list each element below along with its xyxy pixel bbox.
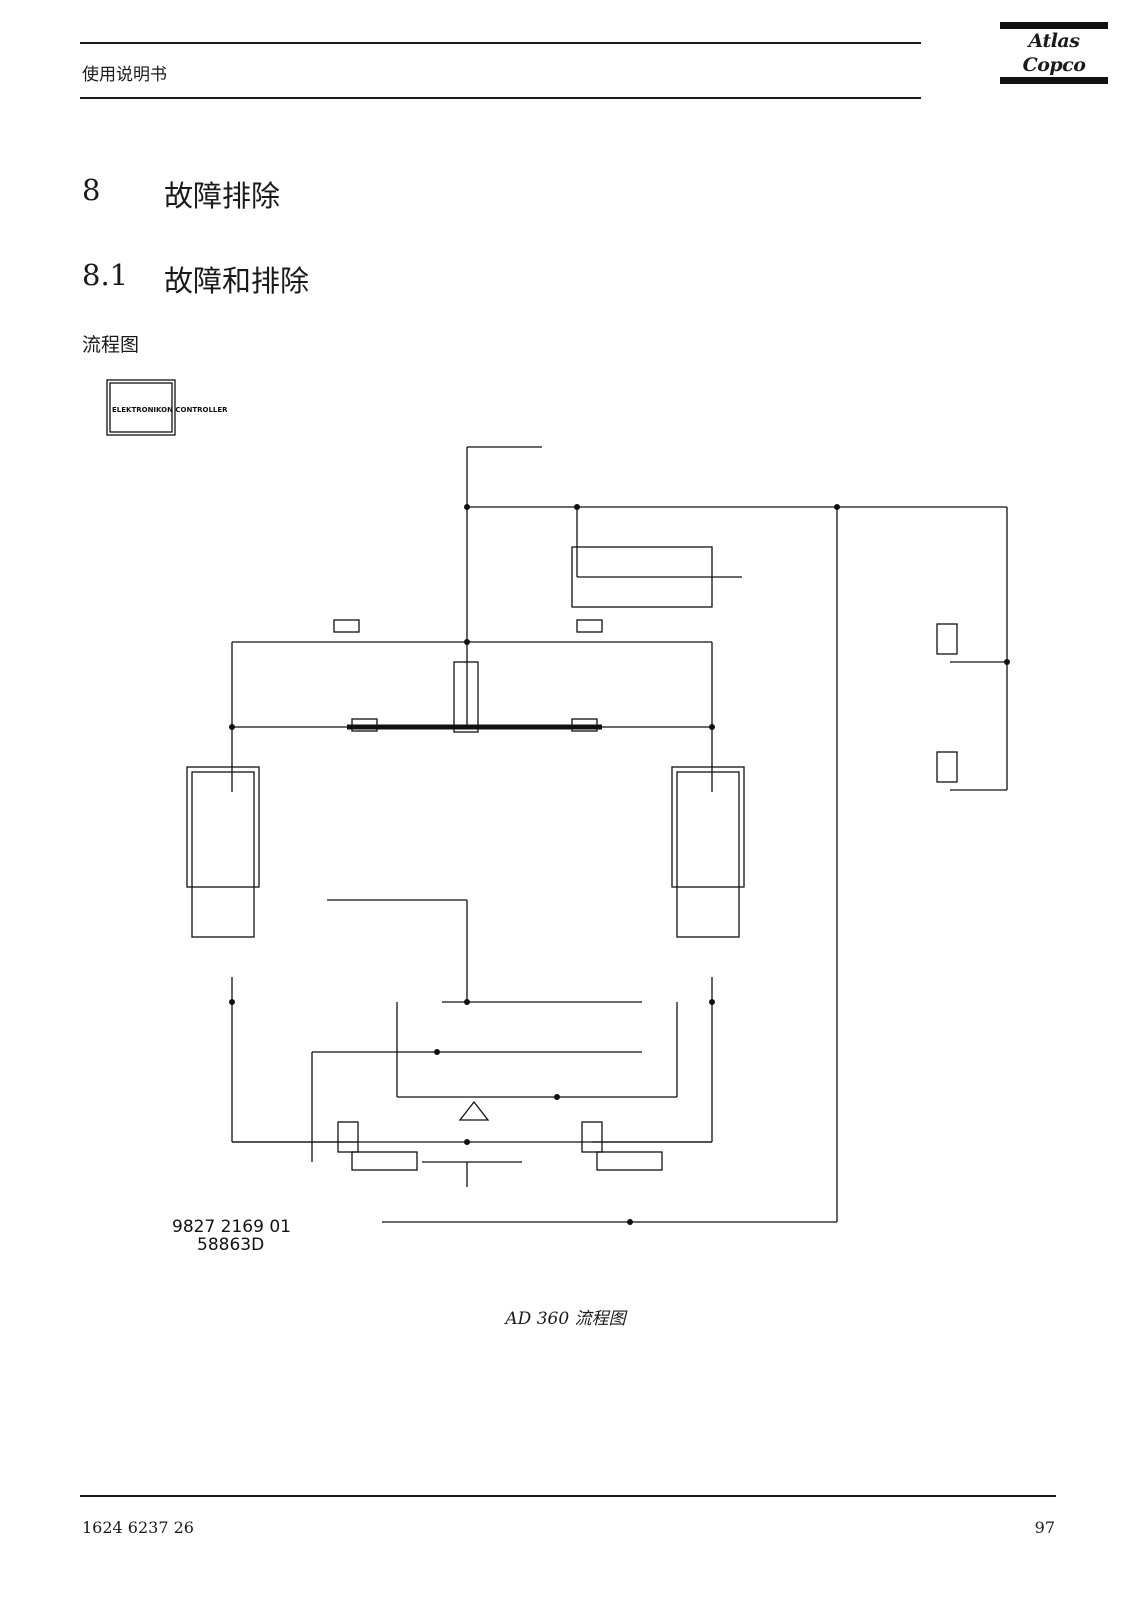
section-title: 故障排除 — [164, 179, 281, 213]
header-rule-bottom — [80, 97, 921, 99]
header-rule-top — [80, 42, 921, 44]
drawing-id: 58863D — [197, 1235, 264, 1252]
ad360-flow-diagram: ELEKTRONIKON CONTROLLER 9827 2169 01 588… — [106, 379, 1010, 1252]
drawing-number: 9827 2169 01 — [172, 1217, 291, 1237]
controller-label: ELEKTRONIKON CONTROLLER — [112, 406, 228, 414]
footer-page-number: 97 — [1034, 1518, 1055, 1537]
subsection-title: 故障和排除 — [164, 264, 310, 298]
header-title: 使用说明书 — [82, 65, 167, 85]
brand-logo: Atlas Copco — [1000, 22, 1108, 84]
figure-heading: 流程图 — [82, 334, 140, 356]
figure-caption: AD 360 流程图 — [505, 1309, 626, 1329]
brand-logo-text: Atlas Copco — [1022, 30, 1086, 76]
footer-rule — [80, 1495, 1056, 1497]
section-number: 8 — [82, 173, 101, 207]
subsection-number: 8.1 — [82, 258, 129, 292]
footer-doc-number: 1624 6237 26 — [82, 1518, 194, 1537]
